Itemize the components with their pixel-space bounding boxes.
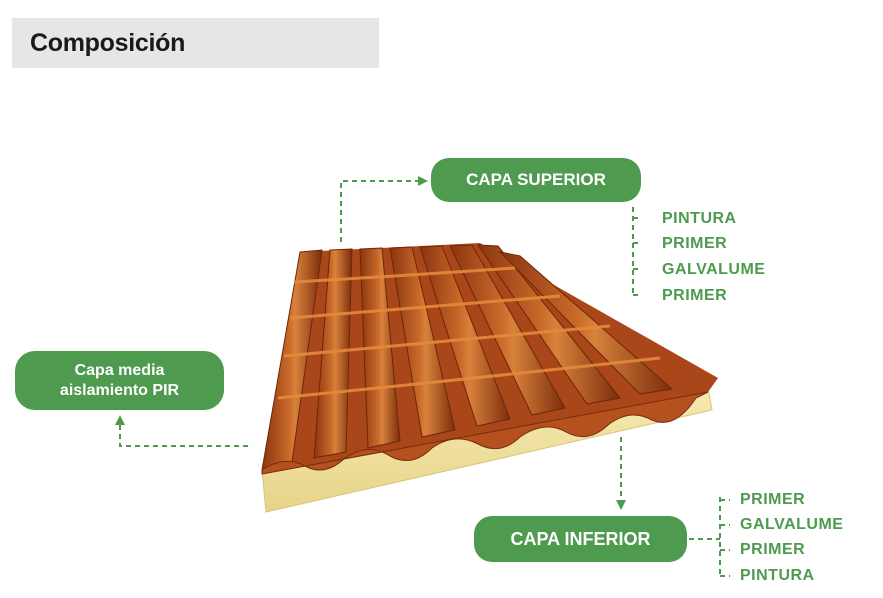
top-layer-item: PRIMER <box>662 287 728 304</box>
bottom-layer-item: PINTURA <box>740 567 815 584</box>
top-layer-label: CAPA SUPERIOR <box>431 158 641 202</box>
tile-steps <box>277 266 661 400</box>
bottom-layer-item: PRIMER <box>740 491 806 508</box>
bottom-layer-label: CAPA INFERIOR <box>474 516 687 562</box>
middle-layer-line1: Capa media <box>74 361 165 379</box>
tile-edge <box>261 391 709 475</box>
top-layer-item: PRIMER <box>662 235 728 252</box>
connectors <box>119 180 730 578</box>
bottom-layer-item: GALVALUME <box>740 516 844 533</box>
top-layer-item: GALVALUME <box>662 261 766 278</box>
bottom-layer-label-text: CAPA INFERIOR <box>510 528 651 549</box>
connector-arrows <box>115 176 626 510</box>
section-title: Composición <box>30 29 186 57</box>
section-title-bar: Composición <box>12 18 379 68</box>
middle-layer-line2: aislamiento PIR <box>59 381 180 399</box>
middle-layer-label: Capa media aislamiento PIR <box>15 351 224 410</box>
top-layer-item: PINTURA <box>662 210 737 227</box>
bottom-layer-item: PRIMER <box>740 541 806 558</box>
top-layer-label-text: CAPA SUPERIOR <box>466 170 606 189</box>
